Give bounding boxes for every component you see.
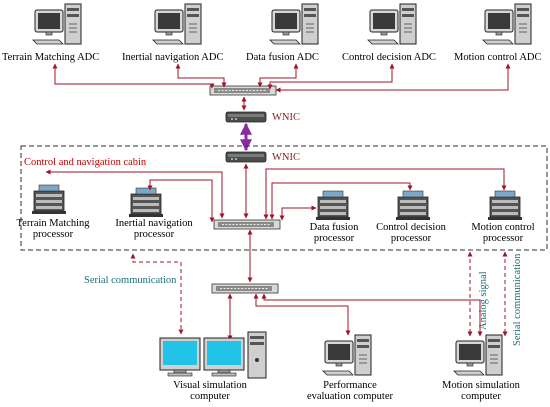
bottom-switch-icon <box>211 283 279 294</box>
processor-icon-terrain <box>31 184 67 215</box>
wnic-top-label: WNIC <box>272 112 300 123</box>
processor-icon-inertial <box>128 187 164 218</box>
terrain-adc-label: Terrain Matching ADC <box>2 52 100 63</box>
serial-communication-left-label: Serial communication <box>84 275 177 286</box>
pc-icon-inertial-adc <box>152 3 202 45</box>
cabin-switch-icon <box>213 219 281 230</box>
cabin-boundary <box>20 145 548 251</box>
pc-icon-motion-sim <box>453 334 503 376</box>
inertial-adc-label: Inertial navigation ADC <box>122 52 224 63</box>
decision-adc-label: Control decision ADC <box>342 52 436 63</box>
pc-icon-decision-adc <box>367 3 417 45</box>
wnic-bottom-label: WNIC <box>272 152 300 163</box>
visual-tower-icon <box>247 331 267 379</box>
pc-icon-fusion-adc <box>269 3 319 45</box>
processor-icon-motion <box>487 190 523 221</box>
pc-icon-motion-adc <box>482 3 532 45</box>
visual-monitor-icon-1 <box>159 337 201 377</box>
cabin-title: Control and navigation cabin <box>24 157 147 168</box>
pc-icon-terrain-adc <box>32 3 82 45</box>
wnic-top-device-icon <box>225 111 267 123</box>
serial-communication-right-label: Serial communication <box>512 253 523 346</box>
pc-icon-performance <box>322 334 372 376</box>
top-switch-icon <box>209 85 277 96</box>
analog-signal-label: Analog signal <box>478 271 489 330</box>
processor-icon-decision <box>395 190 431 221</box>
motion-adc-label: Motion control ADC <box>454 52 542 63</box>
wnic-bottom-device-icon <box>225 151 267 163</box>
visual-monitor-icon-2 <box>203 337 245 377</box>
processor-icon-fusion <box>315 190 351 221</box>
fusion-adc-label: Data fusion ADC <box>246 52 319 63</box>
